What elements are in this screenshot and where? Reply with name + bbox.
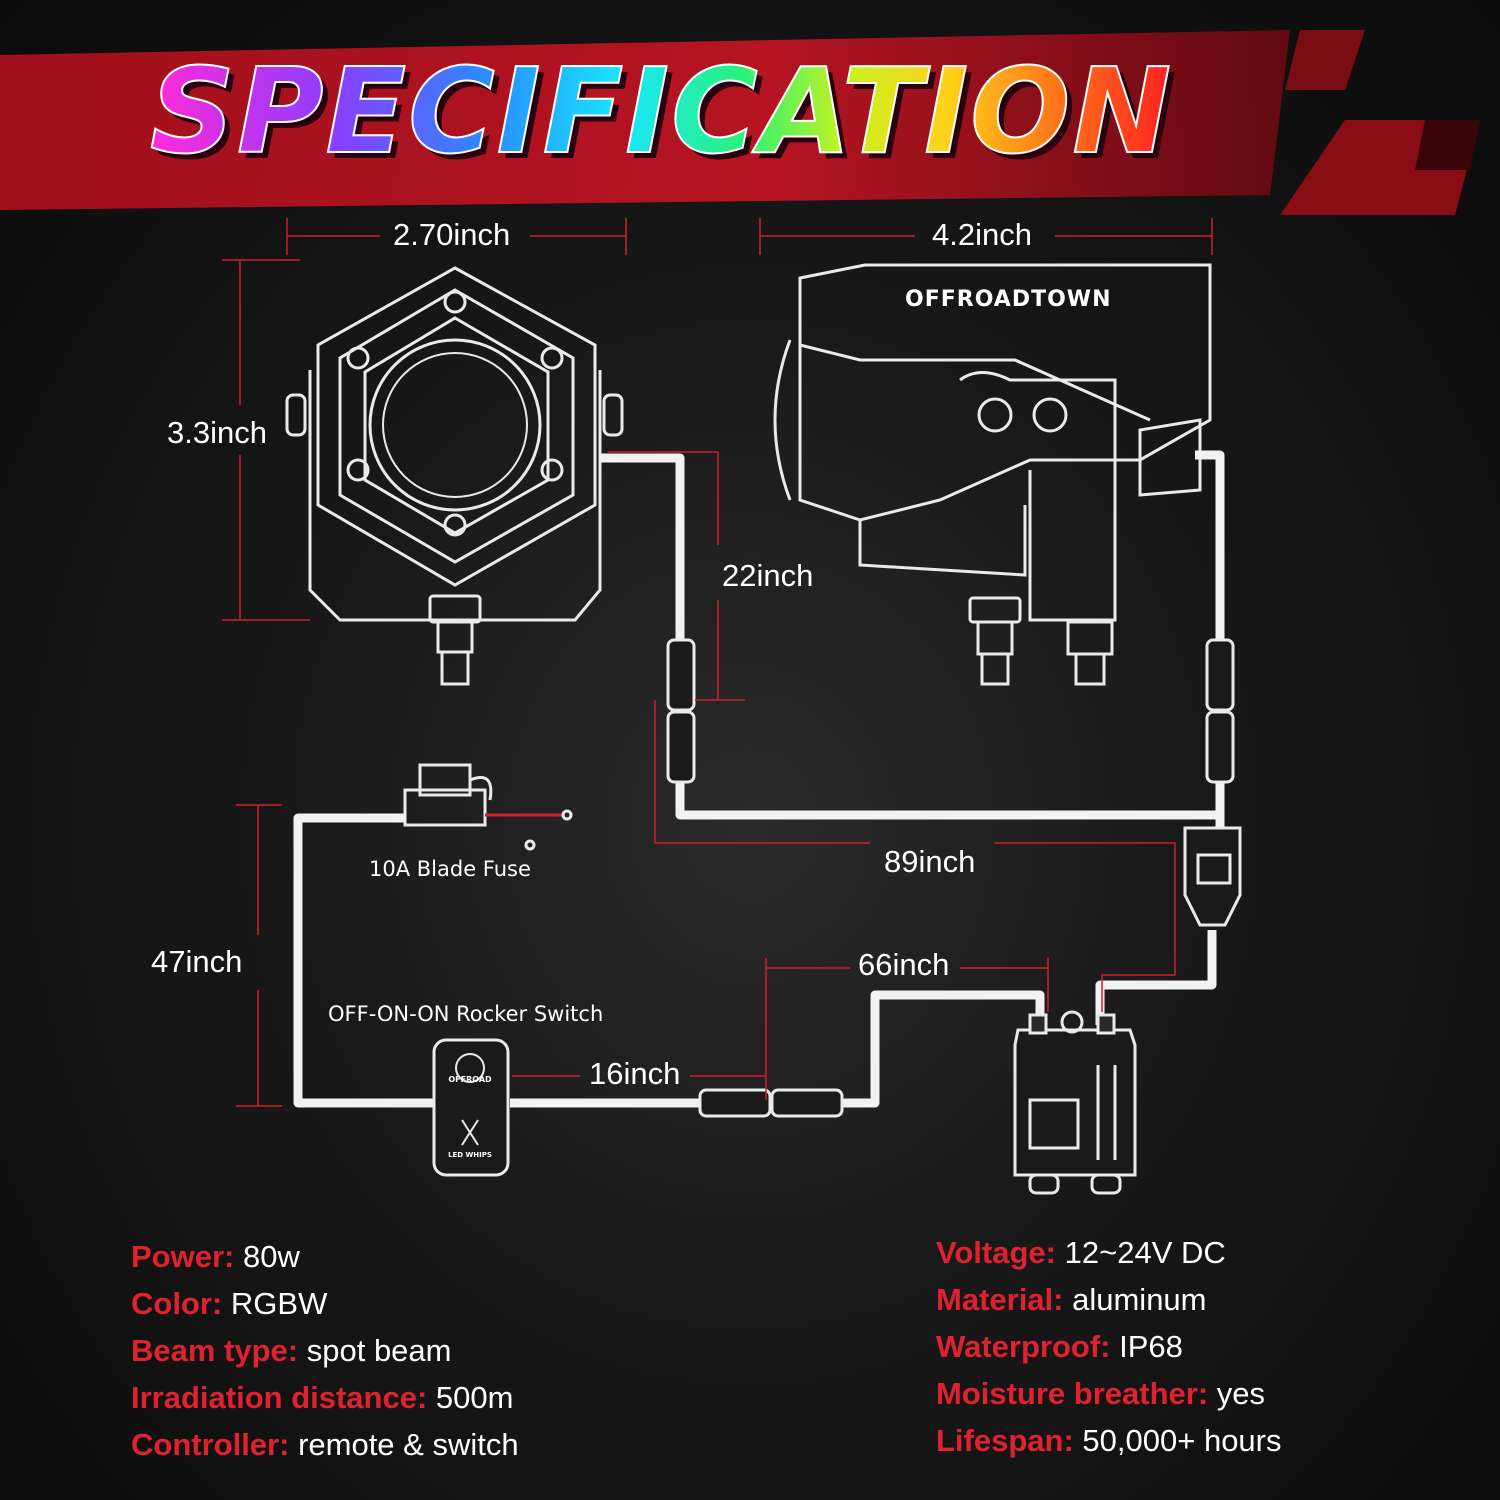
spec-value: yes bbox=[1216, 1376, 1266, 1411]
spec-row-beam-type: Beam type: spot beam bbox=[131, 1327, 519, 1374]
dim-cable-16: 16inch bbox=[589, 1056, 680, 1091]
dim-front-height: 3.3inch bbox=[167, 415, 267, 450]
spec-key: Color: bbox=[131, 1286, 223, 1321]
dim-cable-89: 89inch bbox=[884, 844, 975, 879]
dim-cable-66: 66inch bbox=[858, 947, 949, 982]
title-banner: SPECIFICATION SPECIFICATION bbox=[0, 30, 1480, 215]
specs-left: Power: 80w Color: RGBW Beam type: spot b… bbox=[131, 1233, 519, 1468]
connectors bbox=[666, 638, 1242, 1118]
spec-row-irradiation-distance: Irradiation distance: 500m bbox=[131, 1374, 519, 1421]
spec-value: spot beam bbox=[306, 1333, 452, 1368]
spec-key: Material: bbox=[936, 1282, 1064, 1317]
spec-value: RGBW bbox=[230, 1286, 328, 1321]
dim-cable-47: 47inch bbox=[151, 944, 242, 979]
title-shadow: SPECIFICATION bbox=[156, 48, 1179, 186]
spec-key: Waterproof: bbox=[936, 1329, 1111, 1364]
switch-brand-text: OFFROAD bbox=[448, 1075, 492, 1084]
spec-value: aluminum bbox=[1072, 1282, 1207, 1317]
fuse-label: 10A Blade Fuse bbox=[369, 857, 531, 881]
cables bbox=[293, 450, 1225, 1108]
specs-right: Voltage: 12~24V DC Material: aluminum Wa… bbox=[936, 1229, 1282, 1464]
dim-cable-22: 22inch bbox=[722, 558, 813, 593]
spec-row-power: Power: 80w bbox=[131, 1233, 519, 1280]
spec-row-lifespan: Lifespan: 50,000+ hours bbox=[936, 1417, 1282, 1464]
fuse-holder bbox=[385, 763, 573, 851]
spec-key: Moisture breather: bbox=[936, 1376, 1209, 1411]
spec-row-material: Material: aluminum bbox=[936, 1276, 1282, 1323]
spec-value: IP68 bbox=[1119, 1329, 1183, 1364]
spec-key: Beam type: bbox=[131, 1333, 299, 1368]
spec-key: Voltage: bbox=[936, 1235, 1056, 1270]
dim-side-length: 4.2inch bbox=[932, 217, 1032, 252]
spec-row-moisture-breather: Moisture breather: yes bbox=[936, 1370, 1282, 1417]
spec-value: 50,000+ hours bbox=[1082, 1423, 1282, 1458]
spec-row-voltage: Voltage: 12~24V DC bbox=[936, 1229, 1282, 1276]
side-light-view: OFFROADTOWN bbox=[773, 263, 1212, 686]
dimension-lines bbox=[222, 218, 1213, 1107]
spec-key: Power: bbox=[131, 1239, 235, 1274]
spec-key: Controller: bbox=[131, 1427, 290, 1462]
spec-value: 12~24V DC bbox=[1064, 1235, 1226, 1270]
switch-label: OFF-ON-ON Rocker Switch bbox=[328, 1002, 603, 1026]
rocker-switch: OFFROAD LED WHIPS bbox=[432, 1038, 510, 1177]
brand-logo: OFFROADTOWN bbox=[905, 287, 1112, 312]
spec-row-waterproof: Waterproof: IP68 bbox=[936, 1323, 1282, 1370]
spec-row-controller: Controller: remote & switch bbox=[131, 1421, 519, 1468]
spec-value: 500m bbox=[435, 1380, 514, 1415]
spec-key: Irradiation distance: bbox=[131, 1380, 428, 1415]
switch-legend-text: LED WHIPS bbox=[448, 1151, 492, 1159]
dim-front-width: 2.70inch bbox=[393, 217, 510, 252]
page-title: SPECIFICATION bbox=[150, 42, 1173, 180]
spec-value: 80w bbox=[242, 1239, 300, 1274]
spec-value: remote & switch bbox=[298, 1427, 519, 1462]
spec-row-color: Color: RGBW bbox=[131, 1280, 519, 1327]
controller-box bbox=[1013, 1010, 1137, 1195]
front-light-view bbox=[285, 266, 624, 686]
spec-key: Lifespan: bbox=[936, 1423, 1074, 1458]
